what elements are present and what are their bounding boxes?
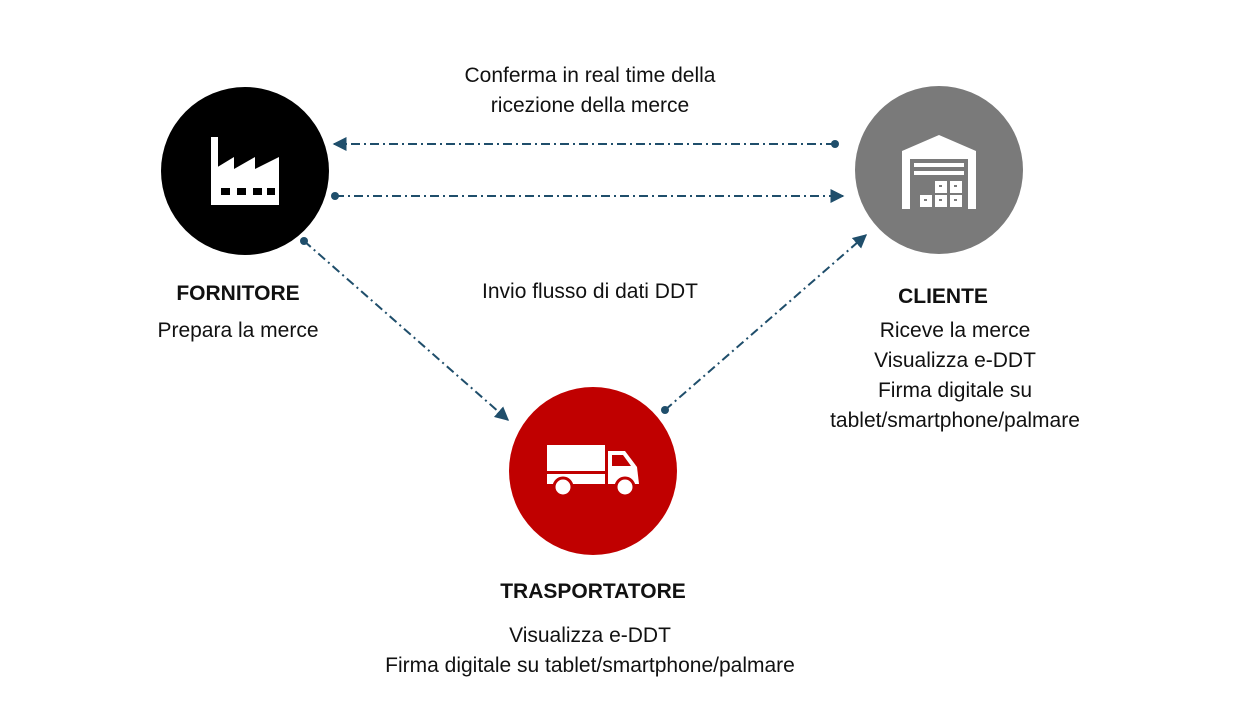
carrier-node	[509, 387, 677, 555]
supplier-line: Prepara la merce	[157, 319, 319, 342]
supplier-node	[161, 87, 329, 255]
confirm-flow-line: Conferma in real time della	[464, 64, 716, 87]
data-flow-label: Invio flusso di dati DDT	[482, 280, 698, 303]
carrier-line: Visualizza e-DDT	[509, 624, 671, 647]
supplier-description: Prepara la merce	[118, 316, 358, 346]
data-flow-connector	[331, 189, 845, 203]
customer-line: Visualizza e-DDT	[874, 349, 1036, 372]
carrier-line: Firma digitale su tablet/smartphone/palm…	[385, 654, 795, 677]
truck-icon	[547, 445, 639, 498]
confirm-flow-line: ricezione della merce	[490, 94, 690, 117]
customer-line: Riceve la merce	[879, 319, 1031, 342]
customer-line: Firma digitale su	[877, 379, 1033, 402]
supplier-carrier-connector	[300, 237, 510, 421]
confirm-flow-label: Conferma in real time della ricezione de…	[420, 61, 760, 121]
customer-title: CLIENTE	[898, 285, 988, 308]
warehouse-icon	[902, 135, 976, 209]
confirm-connector	[332, 137, 839, 151]
supplier-title: FORNITORE	[176, 282, 300, 305]
customer-node	[855, 86, 1023, 254]
customer-line: tablet/smartphone/palmare	[830, 409, 1080, 432]
carrier-description: Visualizza e-DDT Firma digitale su table…	[320, 621, 860, 681]
carrier-customer-connector	[661, 234, 868, 414]
factory-icon	[211, 137, 279, 205]
customer-description: Riceve la merce Visualizza e-DDT Firma d…	[780, 316, 1130, 436]
carrier-title: TRASPORTATORE	[500, 580, 686, 603]
